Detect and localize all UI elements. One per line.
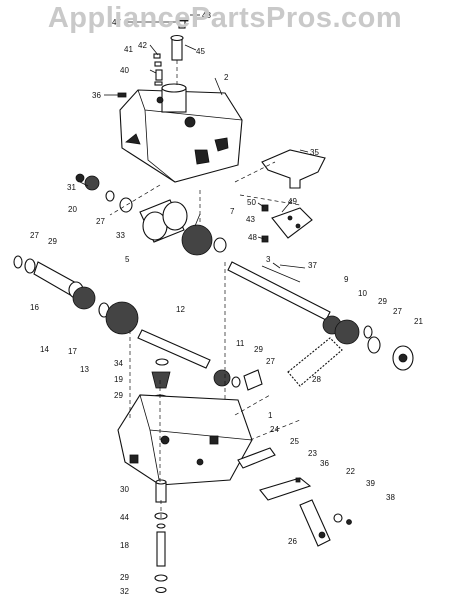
callout-36-top: 36 (92, 91, 101, 100)
callout-10: 10 (358, 289, 367, 298)
callout-27-b: 27 (30, 231, 39, 240)
callout-27-a: 27 (96, 217, 105, 226)
callout-45: 45 (196, 47, 205, 56)
callout-14: 14 (40, 345, 49, 354)
callout-47: 47 (112, 18, 121, 27)
callout-39: 39 (366, 479, 375, 488)
callout-24: 24 (270, 425, 279, 434)
callout-21: 21 (414, 317, 423, 326)
callout-35: 35 (310, 148, 319, 157)
drive-chain (287, 337, 343, 387)
callout-50: 50 (247, 198, 256, 207)
callout-27-d: 27 (266, 357, 275, 366)
callout-7: 7 (230, 207, 235, 216)
left-upper-parts (75, 173, 227, 256)
callout-37: 37 (308, 261, 317, 270)
assembly-lines (109, 60, 301, 520)
callout-43: 43 (246, 215, 255, 224)
callout-labels: 48 47 42 41 45 40 2 36 35 31 20 27 33 7 … (30, 11, 423, 596)
callout-34: 34 (114, 359, 123, 368)
callout-29-b: 29 (378, 297, 387, 306)
callout-20: 20 (68, 205, 77, 214)
callout-22: 22 (346, 467, 355, 476)
callout-41: 41 (124, 45, 133, 54)
main-shaft (227, 261, 414, 371)
callout-48: 48 (202, 11, 211, 20)
callout-29-e: 29 (120, 573, 129, 582)
callout-42: 42 (138, 41, 147, 50)
vertical-shaft-stack (154, 479, 168, 594)
callout-32: 32 (120, 587, 129, 596)
callout-38: 38 (386, 493, 395, 502)
callout-5: 5 (125, 255, 130, 264)
leader-lines (79, 14, 309, 269)
callout-19: 19 (114, 375, 123, 384)
upper-housing (119, 83, 243, 183)
callout-29-c: 29 (254, 345, 263, 354)
callout-33: 33 (116, 231, 125, 240)
callout-27-c: 27 (393, 307, 402, 316)
callout-48-b: 48 (248, 233, 257, 242)
callout-44: 44 (120, 513, 129, 522)
lower-housing (117, 394, 253, 486)
callout-18: 18 (120, 541, 129, 550)
callout-13: 13 (80, 365, 89, 374)
callout-49: 49 (288, 197, 297, 206)
callout-17: 17 (68, 347, 77, 356)
callout-29-a: 29 (48, 237, 57, 246)
callout-40: 40 (120, 66, 129, 75)
callout-23: 23 (308, 449, 317, 458)
callout-28: 28 (312, 375, 321, 384)
callout-11: 11 (236, 339, 245, 348)
callout-31: 31 (67, 183, 76, 192)
left-shaft-parts (13, 255, 139, 335)
countershaft-parts (137, 329, 263, 402)
callout-3: 3 (266, 255, 271, 264)
callout-9: 9 (344, 275, 349, 284)
callout-1: 1 (268, 411, 273, 420)
callout-36-bottom: 36 (320, 459, 329, 468)
callout-29-d: 29 (114, 391, 123, 400)
callout-12: 12 (176, 305, 185, 314)
callout-30: 30 (120, 485, 129, 494)
callout-26: 26 (288, 537, 297, 546)
shift-linkage (237, 447, 352, 547)
callout-25: 25 (290, 437, 299, 446)
callout-16: 16 (30, 303, 39, 312)
top-fittings (117, 17, 189, 98)
bracket-plate-parts (261, 149, 326, 243)
callout-2: 2 (224, 73, 229, 82)
